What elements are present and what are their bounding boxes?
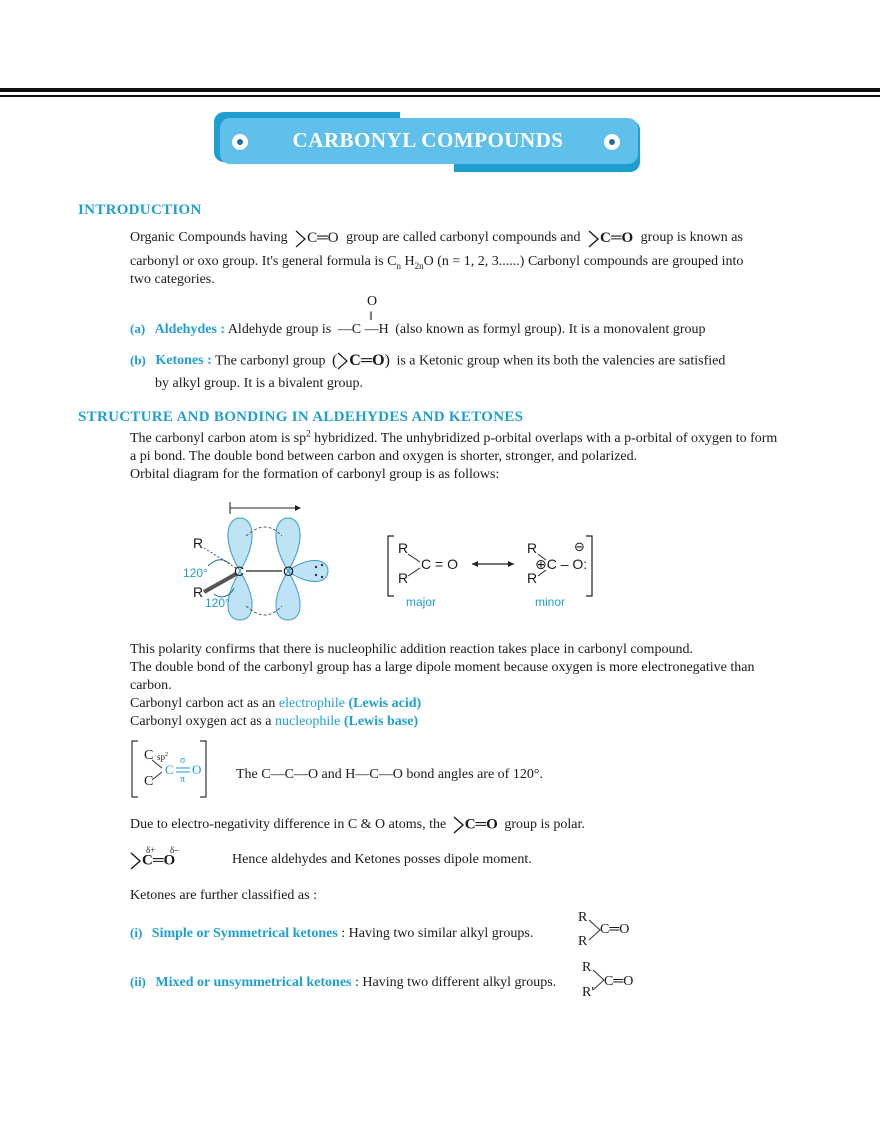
- carbonyl-group-symbol: C═O: [295, 228, 339, 248]
- bond-angle-icon: [130, 852, 142, 870]
- aldehyde-formula-bond: ‖: [369, 308, 373, 323]
- orbital-r-bottom: R: [193, 584, 204, 600]
- aldehyde-formula: —C —H: [337, 322, 389, 337]
- polarity-line-4: Carbonyl carbon act as an electrophile (…: [130, 696, 422, 711]
- dipole-text: Hence aldehydes and Ketones posses dipol…: [232, 852, 532, 867]
- resonance-minor-core: ⊕C – O:: [535, 556, 588, 572]
- bond-angle-icon: [295, 230, 307, 248]
- mixed-r2: R': [582, 985, 594, 1000]
- bond-angle-icon: [588, 230, 600, 248]
- structure-line-2: a pi bond. The double bond between carbo…: [130, 449, 638, 464]
- mixed-co: C═O: [604, 974, 634, 989]
- banner-face: [220, 118, 638, 164]
- mixed-bond-lines: [592, 969, 605, 991]
- bond-box-bracket: [131, 740, 207, 798]
- polarity-line-1: This polarity confirms that there is nuc…: [130, 642, 693, 657]
- resonance-r1-minor: R: [527, 540, 538, 556]
- delta-minus: δ–: [170, 845, 179, 855]
- structure-line-3: Orbital diagram for the formation of car…: [130, 467, 500, 482]
- top-rule-thin: [0, 95, 880, 97]
- simple-ketones-line: (i) Simple or Symmetrical ketones : Havi…: [130, 925, 534, 941]
- ketones-line-2: by alkyl group. It is a bivalent group.: [155, 376, 364, 391]
- orbital-carbon: C: [234, 563, 245, 579]
- ketones-line: (b) Ketones : The carbonyl group (C═O) i…: [130, 352, 726, 370]
- polarity-line-3: carbon.: [130, 678, 172, 693]
- polarity-line-2: The double bond of the carbonyl group ha…: [130, 660, 755, 675]
- bond-box-c-top: C: [144, 748, 154, 763]
- resonance-r2-major: R: [398, 570, 409, 586]
- bond-angle-text: The C—C—O and H—C—O bond angles are of 1…: [236, 767, 543, 782]
- simple-r2: R: [578, 934, 588, 949]
- simple-bond-lines: [588, 919, 601, 941]
- intro-line-2: carbonyl or oxo group. It's general form…: [130, 254, 744, 271]
- title-banner: CARBONYL COMPOUNDS: [214, 112, 642, 174]
- intro-heading: INTRODUCTION: [78, 202, 202, 218]
- bond-box-sp2: sp2: [157, 752, 169, 762]
- simple-r1: R: [578, 910, 588, 925]
- resonance-minor-label: minor: [535, 595, 566, 609]
- bond-box-c-mid: C: [165, 762, 174, 777]
- banner-title: CARBONYL COMPOUNDS: [292, 128, 564, 152]
- resonance-minus-sign: ⊖: [574, 539, 585, 554]
- bond-box-o: O: [192, 762, 202, 777]
- intro-line-3: two categories.: [130, 272, 215, 287]
- orbital-r-top: R: [193, 535, 204, 551]
- bond-box-sigma: σ: [180, 755, 186, 766]
- aldehydes-line: (a) Aldehydes : Aldehyde group is —C —H …: [130, 321, 706, 337]
- dipole-group-symbol: C═O: [130, 852, 175, 870]
- resonance-major-core: C = O: [421, 556, 458, 572]
- structure-line-1: The carbonyl carbon atom is sp2 hybridiz…: [130, 428, 778, 446]
- bond-angle-icon: [453, 816, 464, 834]
- orbital-oxygen: O: [283, 563, 294, 579]
- resonance-diagram: [387, 535, 593, 597]
- resonance-major-label: major: [406, 595, 437, 609]
- orbital-diagram: [203, 502, 329, 621]
- top-rule-thick: [0, 88, 880, 92]
- simple-co: C═O: [600, 922, 630, 937]
- mixed-r1: R: [582, 960, 592, 975]
- mixed-ketones-line: (ii) Mixed or unsymmetrical ketones : Ha…: [130, 974, 557, 990]
- banner-dot-left: [232, 134, 248, 150]
- intro-line-1: Organic Compounds having C═O group are c…: [130, 228, 743, 248]
- aldehyde-formula-top: O: [367, 294, 378, 309]
- carbonyl-group-symbol-bold: C═O: [588, 228, 633, 248]
- carbonyl-group-symbol-polar: C═O: [453, 816, 498, 834]
- structure-heading: STRUCTURE AND BONDING IN ALDEHYDES AND K…: [78, 409, 524, 425]
- electroneg-line: Due to electro-negativity difference in …: [130, 816, 585, 834]
- bond-box-c-bottom: C: [144, 774, 154, 789]
- banner-dot-right: [604, 134, 620, 150]
- classification-intro: Ketones are further classified as :: [130, 888, 317, 903]
- polarity-line-5: Carbonyl oxygen act as a nucleophile (Le…: [130, 714, 419, 729]
- orbital-angle-top: 120°: [183, 566, 208, 580]
- delta-plus: δ+: [146, 845, 156, 855]
- bond-angle-icon: [337, 352, 349, 370]
- resonance-r1-major: R: [398, 540, 409, 556]
- ketone-group-symbol: (C═O): [331, 352, 390, 370]
- orbital-angle-bottom: 120°: [205, 596, 230, 610]
- resonance-r2-minor: R: [527, 570, 538, 586]
- bond-box-pi: π: [180, 774, 186, 785]
